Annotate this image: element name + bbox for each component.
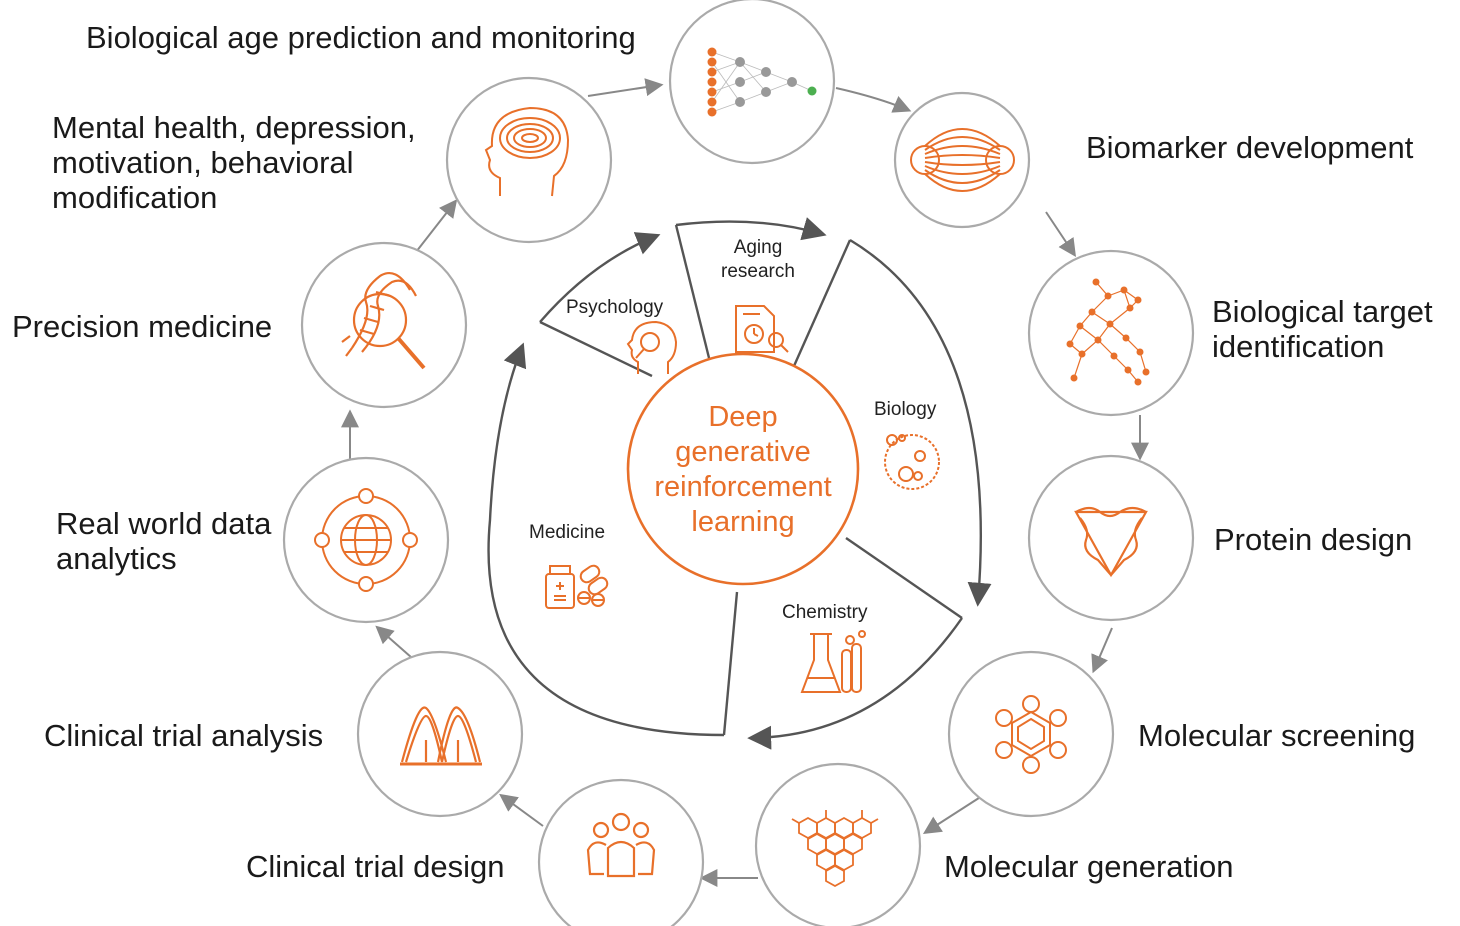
sector-label-biology: Biology xyxy=(874,398,936,422)
label-precision-medicine: Precision medicine xyxy=(12,309,273,344)
globe-orbit-icon xyxy=(314,488,418,592)
center-title-line: learning xyxy=(691,506,795,538)
double-peak-curve-icon xyxy=(400,706,482,766)
center-title-line: Deep xyxy=(708,401,778,433)
node-precision-medicine xyxy=(300,241,468,409)
hexagon-molecule-icon xyxy=(995,695,1067,774)
hexagon-lattice-icon xyxy=(791,810,879,888)
node-molecular-generation xyxy=(754,762,922,926)
head-magnifier-icon xyxy=(626,320,678,374)
people-group-icon xyxy=(586,812,656,878)
cell-icon xyxy=(884,434,940,490)
outer-cycle-arrows xyxy=(341,78,1149,887)
node-clinical-trial-design xyxy=(537,778,705,926)
sector-label-line: Aging xyxy=(733,237,783,258)
sector-label-line: research xyxy=(721,261,795,282)
molecular-network-icon xyxy=(1066,278,1150,386)
label-clinical-trial-design: Clinical trial design xyxy=(246,849,505,884)
dna-magnifier-icon xyxy=(341,272,426,370)
node-biomarker xyxy=(893,91,1031,229)
label-real-world-data: Real world data analytics xyxy=(56,506,272,576)
sector-label-psychology: Psychology xyxy=(566,296,663,320)
node-clinical-trial-analysis xyxy=(356,650,524,818)
sector-label-medicine: Medicine xyxy=(529,521,605,545)
label-molecular-generation: Molecular generation xyxy=(944,849,1234,884)
inner-sector-ring xyxy=(487,217,992,750)
node-target-identification xyxy=(1027,249,1195,417)
sector-label-line: Psychology xyxy=(566,297,664,318)
label-mental-health: Mental health, depression, motivation, b… xyxy=(52,110,416,215)
document-clock-icon xyxy=(735,305,789,353)
label-biological-age: Biological age prediction and monitoring xyxy=(86,20,636,55)
protein-fold-icon xyxy=(1074,506,1148,578)
node-real-world-data xyxy=(282,456,450,624)
brain-head-icon xyxy=(484,106,570,197)
label-protein-design: Protein design xyxy=(1214,522,1413,557)
neural-network-icon xyxy=(707,47,817,117)
label-clinical-trial-analysis: Clinical trial analysis xyxy=(44,718,324,753)
center-title: Deep generative reinforcement learning xyxy=(626,400,860,540)
node-mental-health xyxy=(445,76,613,244)
label-molecular-screening: Molecular screening xyxy=(1138,718,1416,753)
label-target-identification: Biological target identification xyxy=(1212,294,1433,364)
sector-label-line: Medicine xyxy=(529,522,606,543)
center-title-line: reinforcement xyxy=(654,471,832,503)
node-molecular-screening xyxy=(947,650,1115,818)
sector-label-chemistry: Chemistry xyxy=(782,601,868,625)
node-biological-age xyxy=(668,0,836,165)
spindle-icon xyxy=(910,128,1015,192)
center-circle xyxy=(626,352,860,586)
flask-tubes-icon xyxy=(800,630,866,693)
sector-label-line: Chemistry xyxy=(782,602,868,623)
sector-label-line: Biology xyxy=(874,399,937,420)
label-biomarker: Biomarker development xyxy=(1086,130,1414,165)
node-protein-design xyxy=(1027,454,1195,622)
pills-bottle-icon xyxy=(545,564,609,609)
center-title-line: generative xyxy=(675,436,811,468)
sector-label-aging: Aging research xyxy=(710,236,806,284)
